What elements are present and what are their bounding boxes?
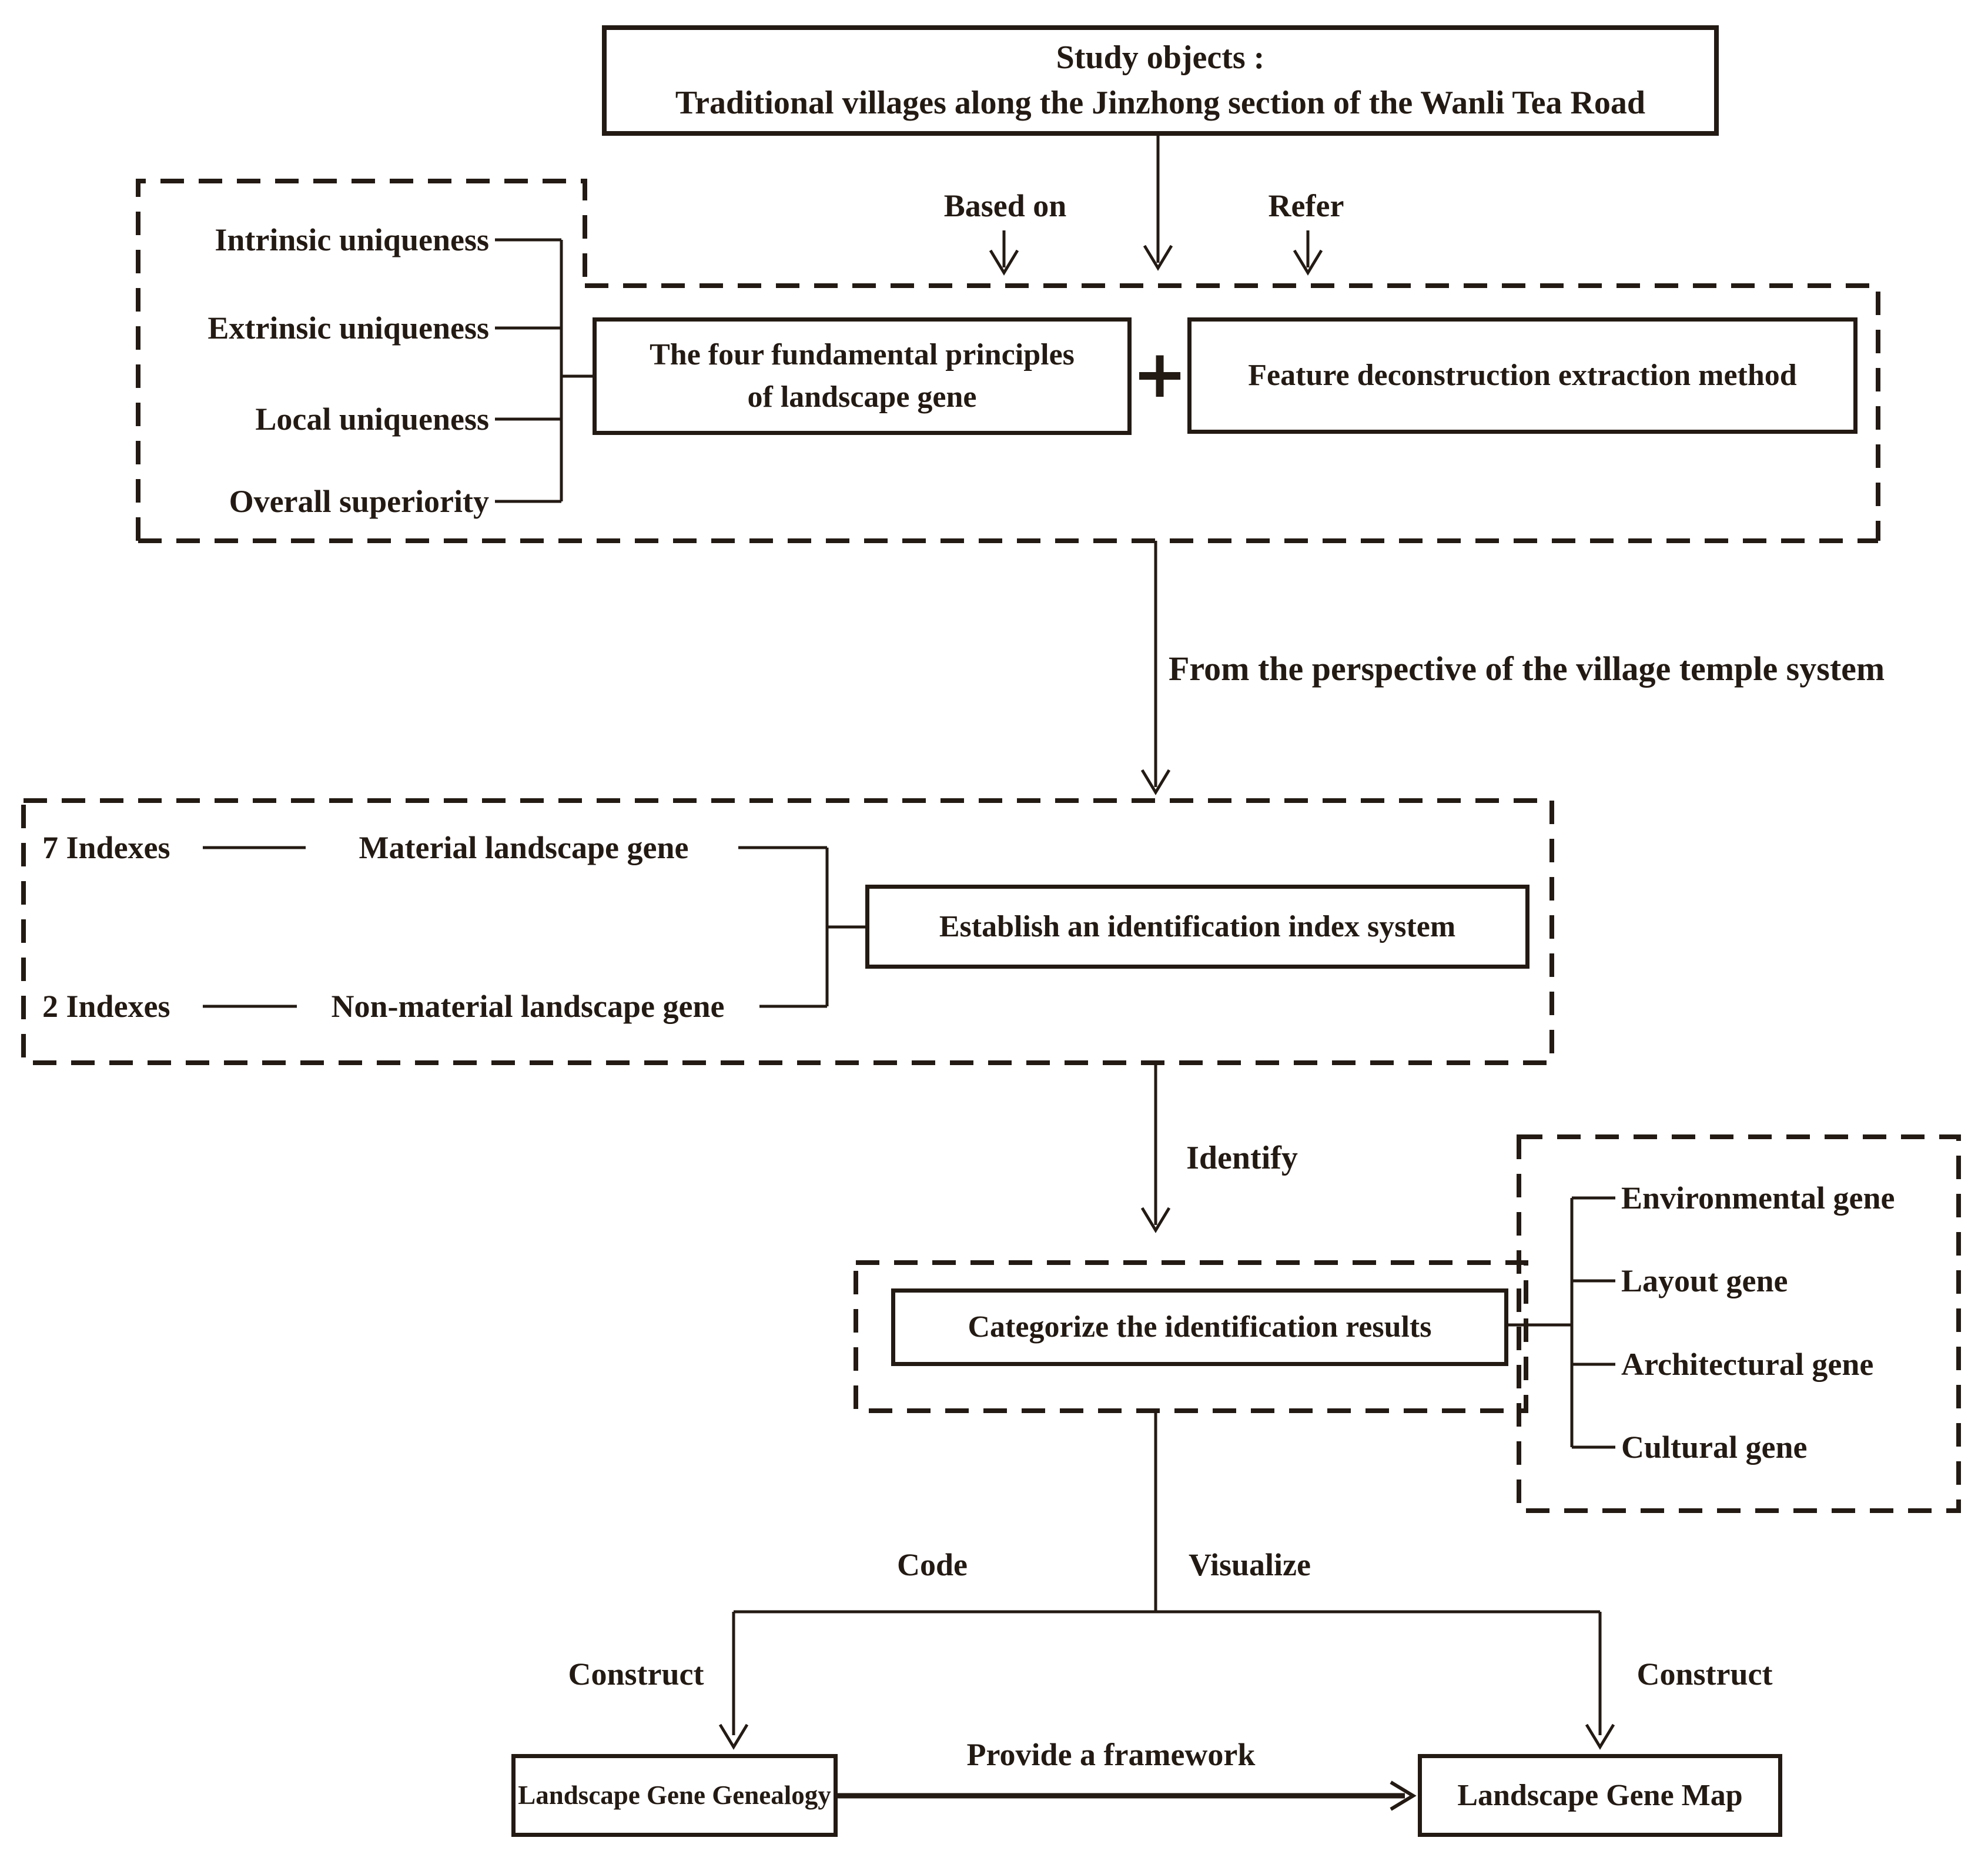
gene-item-architectural: Architectural gene: [1621, 1347, 1874, 1382]
arrowhead-framework: [1390, 1780, 1417, 1811]
study-objects-box: Study objects : Traditional villages alo…: [602, 25, 1719, 136]
arrowheads: [718, 245, 1615, 1811]
gene-item-layout: Layout gene: [1621, 1263, 1788, 1298]
principles-box: The four fundamental principles of lands…: [593, 317, 1132, 435]
categorize-box: Categorize the identification results: [891, 1288, 1508, 1366]
principle-item-extrinsic: Extrinsic uniqueness: [207, 310, 489, 346]
arrowhead-based-on: [989, 249, 1019, 276]
genes-dashed-frame: [1517, 1134, 1961, 1513]
dashed-frames: [21, 179, 1961, 1513]
arrowhead-refer: [1293, 249, 1323, 276]
arrowhead-construct-left: [718, 1723, 749, 1750]
arrowhead-identify: [1140, 1207, 1171, 1233]
principles-box-line2: of landscape gene: [747, 380, 977, 414]
arrowhead-study: [1143, 245, 1173, 271]
categorize-split-lines: [732, 1411, 1602, 1735]
principle-item-local: Local uniqueness: [255, 401, 489, 437]
plus-icon: +: [1132, 336, 1187, 413]
code-label: Code: [897, 1547, 968, 1582]
principles-dashed-frame-left: [136, 179, 587, 541]
refer-label: Refer: [1268, 188, 1344, 223]
categorize-label: Categorize the identification results: [968, 1310, 1432, 1344]
genealogy-box: Landscape Gene Genealogy: [511, 1754, 838, 1837]
bracket-index: [203, 846, 865, 1008]
gene-map-label: Landscape Gene Map: [1457, 1778, 1743, 1812]
principles-box-line1: The four fundamental principles: [650, 338, 1075, 372]
arrowhead-construct-right: [1585, 1723, 1615, 1750]
flow-lines: [732, 136, 1602, 1735]
perspective-label: From the perspective of the village temp…: [1169, 650, 1885, 688]
index-label-material: Material landscape gene: [359, 830, 689, 865]
index-count-nonmaterial: 2 Indexes: [42, 989, 170, 1024]
gene-item-cultural: Cultural gene: [1621, 1430, 1808, 1465]
feature-method-box: Feature deconstruction extraction method: [1187, 317, 1858, 434]
construct-left-label: Construct: [568, 1656, 704, 1692]
study-objects-line2: Traditional villages along the Jinzhong …: [675, 85, 1646, 121]
principle-item-intrinsic: Intrinsic uniqueness: [215, 222, 489, 257]
based-on-label: Based on: [943, 188, 1067, 223]
identify-label: Identify: [1186, 1140, 1298, 1176]
construct-right-label: Construct: [1636, 1656, 1773, 1692]
feature-method-label: Feature deconstruction extraction method: [1248, 359, 1797, 393]
principle-item-overall: Overall superiority: [229, 484, 489, 519]
study-objects-line1: Study objects :: [1056, 39, 1265, 76]
establish-index-label: Establish an identification index system: [939, 909, 1456, 943]
establish-index-box: Establish an identification index system: [865, 885, 1530, 969]
index-count-material: 7 Indexes: [42, 830, 170, 865]
index-label-nonmaterial: Non-material landscape gene: [331, 989, 725, 1024]
provide-framework-label: Provide a framework: [966, 1737, 1256, 1772]
visualize-label: Visualize: [1189, 1547, 1311, 1582]
bracket-genes: [1507, 1196, 1615, 1449]
index-dashed-frame: [21, 798, 1554, 1065]
principles-dashed-frame-right: [138, 283, 1880, 543]
arrowhead-perspective: [1140, 769, 1171, 795]
genealogy-label: Landscape Gene Genealogy: [518, 1780, 831, 1810]
gene-map-box: Landscape Gene Map: [1418, 1754, 1782, 1837]
bracket-principles: [495, 238, 594, 503]
gene-item-environmental: Environmental gene: [1621, 1180, 1895, 1216]
categorize-dashed-frame: [854, 1260, 1528, 1413]
